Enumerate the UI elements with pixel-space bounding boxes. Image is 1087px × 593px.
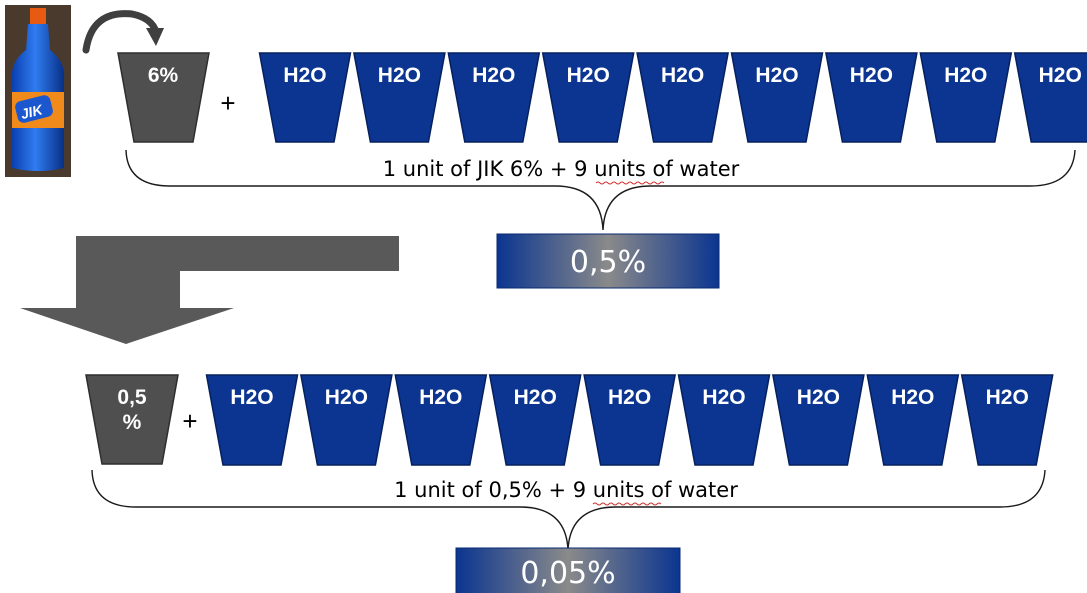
water-cup-shape [299,374,393,466]
water-cups-row2: H2O H2O H2O H2O H2O H2O H2O H2O H2O [205,374,1054,466]
water-cup: H2O [730,52,824,143]
solution-cup-0-5pct: 0,5 % [85,374,179,465]
water-cups-row1: H2O H2O H2O H2O H2O H2O H2O H2O H2O [258,52,1087,143]
spell-underline [595,181,665,185]
plus-sign: + [182,406,197,436]
water-cup-shape [541,52,635,143]
water-cup-label: H2O [283,64,326,87]
water-cup: H2O [488,374,582,466]
water-cup-label: H2O [472,64,515,87]
water-cup-label: H2O [1039,64,1082,87]
water-cup: H2O [447,52,541,143]
water-cup-shape [205,374,299,466]
water-cup-label: H2O [702,386,745,409]
water-cup-label: H2O [850,64,893,87]
water-cup-shape [866,374,960,466]
bleach-bottle-icon: JIK [5,5,71,177]
water-cup: H2O [636,52,730,143]
water-cup-label: H2O [661,64,704,87]
spell-underline [592,502,662,506]
water-cup-label: H2O [608,386,651,409]
water-cup-label: H2O [514,386,557,409]
water-cup: H2O [960,374,1054,466]
water-cup-label: H2O [986,386,1029,409]
water-cup-label: H2O [230,386,273,409]
bottle-logo: JIK [19,101,45,122]
bent-arrow-icon [20,236,399,344]
water-cup: H2O [677,374,771,466]
water-cup-shape [1013,52,1087,143]
water-cup: H2O [394,374,488,466]
water-cup-label: H2O [797,386,840,409]
water-cup-shape [919,52,1013,143]
result-label-row1: 0,5% [570,245,646,280]
water-cup: H2O [583,374,676,466]
water-cup-shape [824,52,918,143]
water-cup: H2O [205,374,299,466]
water-cup-shape [636,52,730,143]
water-cup-shape [488,374,582,466]
water-cup: H2O [866,374,960,466]
water-cup: H2O [919,52,1013,143]
water-cup-shape [352,52,446,143]
water-cup-shape [677,374,771,466]
water-cup: H2O [1013,52,1087,143]
water-cup: H2O [299,374,393,466]
water-cup-label: H2O [755,64,798,87]
water-cup: H2O [352,52,446,143]
plus-sign: + [220,88,235,118]
water-cup-shape [960,374,1054,466]
water-cup: H2O [824,52,918,143]
water-cup-shape [394,374,488,466]
solution-cup-label-line1: 0,5 [117,386,147,409]
brace-row1 [125,149,1076,231]
water-cup-shape [447,52,541,143]
result-box-row2: 0,05% [455,547,681,593]
water-cup: H2O [772,374,865,466]
water-cup-label: H2O [891,386,934,409]
caption-row2: 1 unit of 0,5% + 9 units of water [394,478,738,502]
water-cup-label: H2O [378,64,421,87]
solution-cup-label: 6% [148,64,179,87]
solution-cup-6pct: 6% [117,52,210,143]
water-cup-label: H2O [944,64,987,87]
water-cup-label: H2O [567,64,610,87]
water-cup-shape [772,374,865,466]
result-box-row1: 0,5% [496,233,720,289]
result-label-row2: 0,05% [520,556,615,591]
curved-arrow-icon [82,10,164,54]
caption-row1: 1 unit of JIK 6% + 9 units of water [383,157,740,181]
water-cup-shape [730,52,824,143]
water-cup-label: H2O [325,386,368,409]
water-cup: H2O [258,52,352,143]
solution-cup-label-line2: % [123,411,142,434]
water-cup-label: H2O [419,386,462,409]
water-cup: H2O [541,52,635,143]
water-cup-shape [258,52,352,143]
water-cup-shape [583,374,676,466]
